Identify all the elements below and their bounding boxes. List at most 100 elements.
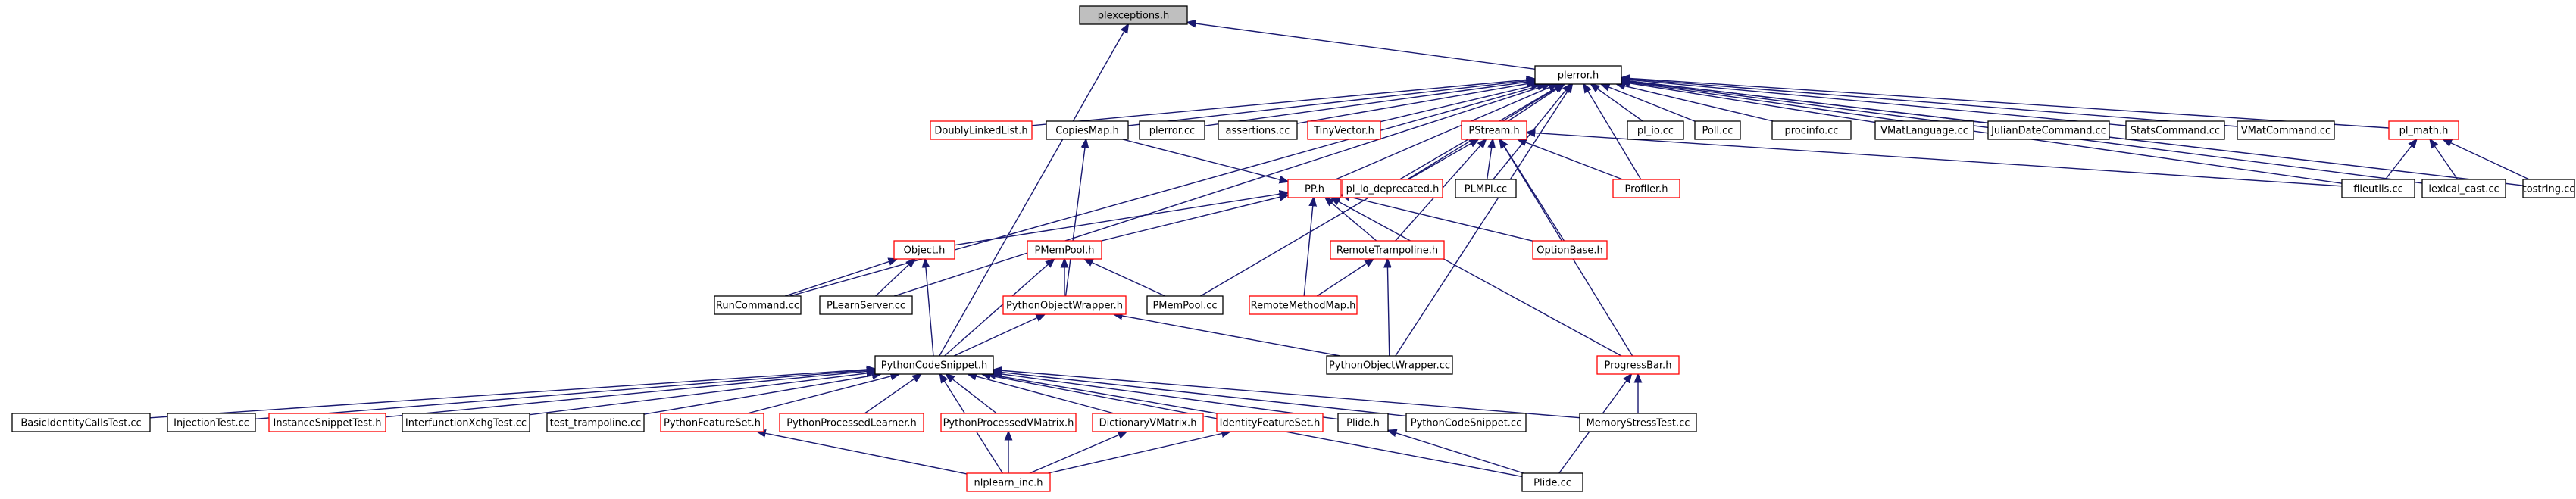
node-procinfo[interactable]: procinfo.cc <box>1771 120 1852 140</box>
node-pl_io[interactable]: pl_io.cc <box>1627 120 1684 140</box>
node-box <box>1987 120 2110 140</box>
edge-PythonCodeSnippet_h-to-PythonObjectWrapper_h <box>953 314 1045 357</box>
node-PMemPool_h[interactable]: PMemPool.h <box>1027 240 1102 260</box>
node-label: InjectionTest.cc <box>174 418 249 429</box>
node-PLearnServer[interactable]: PLearnServer.cc <box>819 295 913 315</box>
node-label: Plide.cc <box>1533 478 1571 489</box>
edge-plerror-to-plexceptions <box>1187 23 1536 70</box>
node-PStream[interactable]: PStream.h <box>1461 120 1527 140</box>
node-label: TinyVector.h <box>1313 126 1374 137</box>
node-DoublyLinkedList[interactable]: DoublyLinkedList.h <box>930 120 1033 140</box>
node-PythonProcessedLearner[interactable]: PythonProcessedLearner.h <box>779 413 924 432</box>
node-box <box>2341 179 2415 198</box>
node-pl_math[interactable]: pl_math.h <box>2388 120 2459 140</box>
node-box <box>714 295 802 315</box>
edge-Profiler-to-plerror <box>1583 84 1642 180</box>
node-PP[interactable]: PP.h <box>1287 179 1342 198</box>
edge-PLearnServer-to-plerror <box>893 84 1550 297</box>
edge-TinyVector-to-plerror <box>1380 84 1540 123</box>
node-TinyVector[interactable]: TinyVector.h <box>1307 120 1381 140</box>
node-label: plerror.cc <box>1149 126 1196 137</box>
node-label: Object.h <box>904 245 946 257</box>
node-label: ProgressBar.h <box>1605 360 1672 372</box>
edge-PythonCodeSnippet_h-to-Object <box>925 259 934 357</box>
node-fileutils[interactable]: fileutils.cc <box>2341 179 2415 198</box>
node-ProgressBar[interactable]: ProgressBar.h <box>1596 355 1680 375</box>
node-PythonCodeSnippet_h[interactable]: PythonCodeSnippet.h <box>874 355 994 375</box>
node-InstanceSnippetTest[interactable]: InstanceSnippetTest.h <box>268 413 386 432</box>
edge-InjectionTest-to-PythonCodeSnippet_h <box>255 370 875 420</box>
node-Profiler[interactable]: Profiler.h <box>1612 179 1680 198</box>
node-label: PStream.h <box>1468 126 1519 137</box>
node-box <box>1079 5 1188 25</box>
node-MemoryStressTest[interactable]: MemoryStressTest.cc <box>1579 413 1697 432</box>
edge-pl_io-to-plerror <box>1591 84 1643 122</box>
node-label: plexceptions.h <box>1098 11 1170 22</box>
node-label: BasicIdentityCallsTest.cc <box>20 418 141 429</box>
node-DictionaryVMatrix[interactable]: DictionaryVMatrix.h <box>1092 413 1204 432</box>
node-plerror[interactable]: plerror.h <box>1534 65 1622 85</box>
node-CopiesMap[interactable]: CopiesMap.h <box>1046 120 1129 140</box>
node-Poll[interactable]: Poll.cc <box>1694 120 1741 140</box>
node-box <box>1337 413 1389 432</box>
node-box <box>1216 413 1324 432</box>
node-Plide_h[interactable]: Plide.h <box>1337 413 1389 432</box>
edge-procinfo-to-plerror <box>1617 84 1774 122</box>
edge-test_trampoline-to-PythonCodeSnippet_h <box>643 374 880 415</box>
node-InterfunctionXchgTest[interactable]: InterfunctionXchgTest.cc <box>402 413 530 432</box>
node-InjectionTest[interactable]: InjectionTest.cc <box>167 413 256 432</box>
edge-PMemPool_h-to-PP <box>1101 195 1288 242</box>
node-label: Poll.cc <box>1702 126 1733 137</box>
node-PythonFeatureSet[interactable]: PythonFeatureSet.h <box>660 413 764 432</box>
node-box <box>1596 355 1680 375</box>
node-assertions[interactable]: assertions.cc <box>1218 120 1298 140</box>
node-lexical_cast[interactable]: lexical_cast.cc <box>2421 179 2506 198</box>
node-box <box>2237 120 2335 140</box>
node-PythonProcessedVMatrix[interactable]: PythonProcessedVMatrix.h <box>940 413 1077 432</box>
edge-InstanceSnippetTest-to-PythonCodeSnippet_h <box>385 370 875 418</box>
node-Plide_cc[interactable]: Plide.cc <box>1521 472 1583 492</box>
node-RemoteMethodMap[interactable]: RemoteMethodMap.h <box>1249 295 1358 315</box>
node-Object[interactable]: Object.h <box>893 240 955 260</box>
node-box <box>1139 120 1205 140</box>
node-PMemPool_cc[interactable]: PMemPool.cc <box>1146 295 1224 315</box>
node-plexceptions: plexceptions.h <box>1079 5 1188 25</box>
edge-PythonCodeSnippet_h-to-plexceptions <box>939 24 1128 357</box>
node-PythonObjectWrapper_h[interactable]: PythonObjectWrapper.h <box>1002 295 1127 315</box>
node-box <box>1579 413 1697 432</box>
node-box <box>1534 65 1622 85</box>
edge-fileutils-to-plerror <box>1621 81 2343 184</box>
node-VMatCommand[interactable]: VMatCommand.cc <box>2237 120 2335 140</box>
edge-CopiesMap-to-PP <box>1122 139 1288 182</box>
node-label: CopiesMap.h <box>1055 126 1118 137</box>
node-plerror_cc[interactable]: plerror.cc <box>1139 120 1205 140</box>
node-label: PLMPI.cc <box>1465 184 1507 195</box>
node-test_trampoline[interactable]: test_trampoline.cc <box>546 413 645 432</box>
node-PythonObjectWrapper_cc[interactable]: PythonObjectWrapper.cc <box>1326 355 1453 375</box>
edge-tostring-to-pl_math <box>2443 139 2530 180</box>
node-pl_io_deprecated[interactable]: pl_io_deprecated.h <box>1342 179 1443 198</box>
edge-PythonObjectWrapper_h-to-CopiesMap <box>1064 139 1086 297</box>
node-OptionBase[interactable]: OptionBase.h <box>1532 240 1608 260</box>
node-box <box>1027 240 1102 260</box>
node-PLMPI[interactable]: PLMPI.cc <box>1455 179 1517 198</box>
node-label: test_trampoline.cc <box>550 418 642 429</box>
node-BasicIdentityCallsTest[interactable]: BasicIdentityCallsTest.cc <box>11 413 151 432</box>
node-box <box>893 240 955 260</box>
node-PythonCodeSnippet_cc[interactable]: PythonCodeSnippet.cc <box>1405 413 1527 432</box>
node-RemoteTrampoline[interactable]: RemoteTrampoline.h <box>1330 240 1445 260</box>
node-label: RemoteMethodMap.h <box>1251 301 1356 312</box>
edge-PLMPI-to-PStream <box>1487 139 1493 180</box>
node-tostring[interactable]: tostring.cc <box>2522 179 2575 198</box>
edge-RemoteMethodMap-to-RemoteTrampoline <box>1316 259 1374 297</box>
edge-plerror_cc-to-plerror <box>1204 81 1535 126</box>
node-VMatLanguage[interactable]: VMatLanguage.cc <box>1874 120 1974 140</box>
node-StatsCommand[interactable]: StatsCommand.cc <box>2125 120 2225 140</box>
node-IdentityFeatureSet[interactable]: IdentityFeatureSet.h <box>1216 413 1324 432</box>
node-label: PP.h <box>1305 184 1324 195</box>
node-nlplearn_inc[interactable]: nlplearn_inc.h <box>966 472 1051 492</box>
node-JulianDateCommand[interactable]: JulianDateCommand.cc <box>1987 120 2110 140</box>
node-RunCommand[interactable]: RunCommand.cc <box>714 295 802 315</box>
node-label: nlplearn_inc.h <box>974 478 1043 489</box>
node-box <box>1146 295 1224 315</box>
